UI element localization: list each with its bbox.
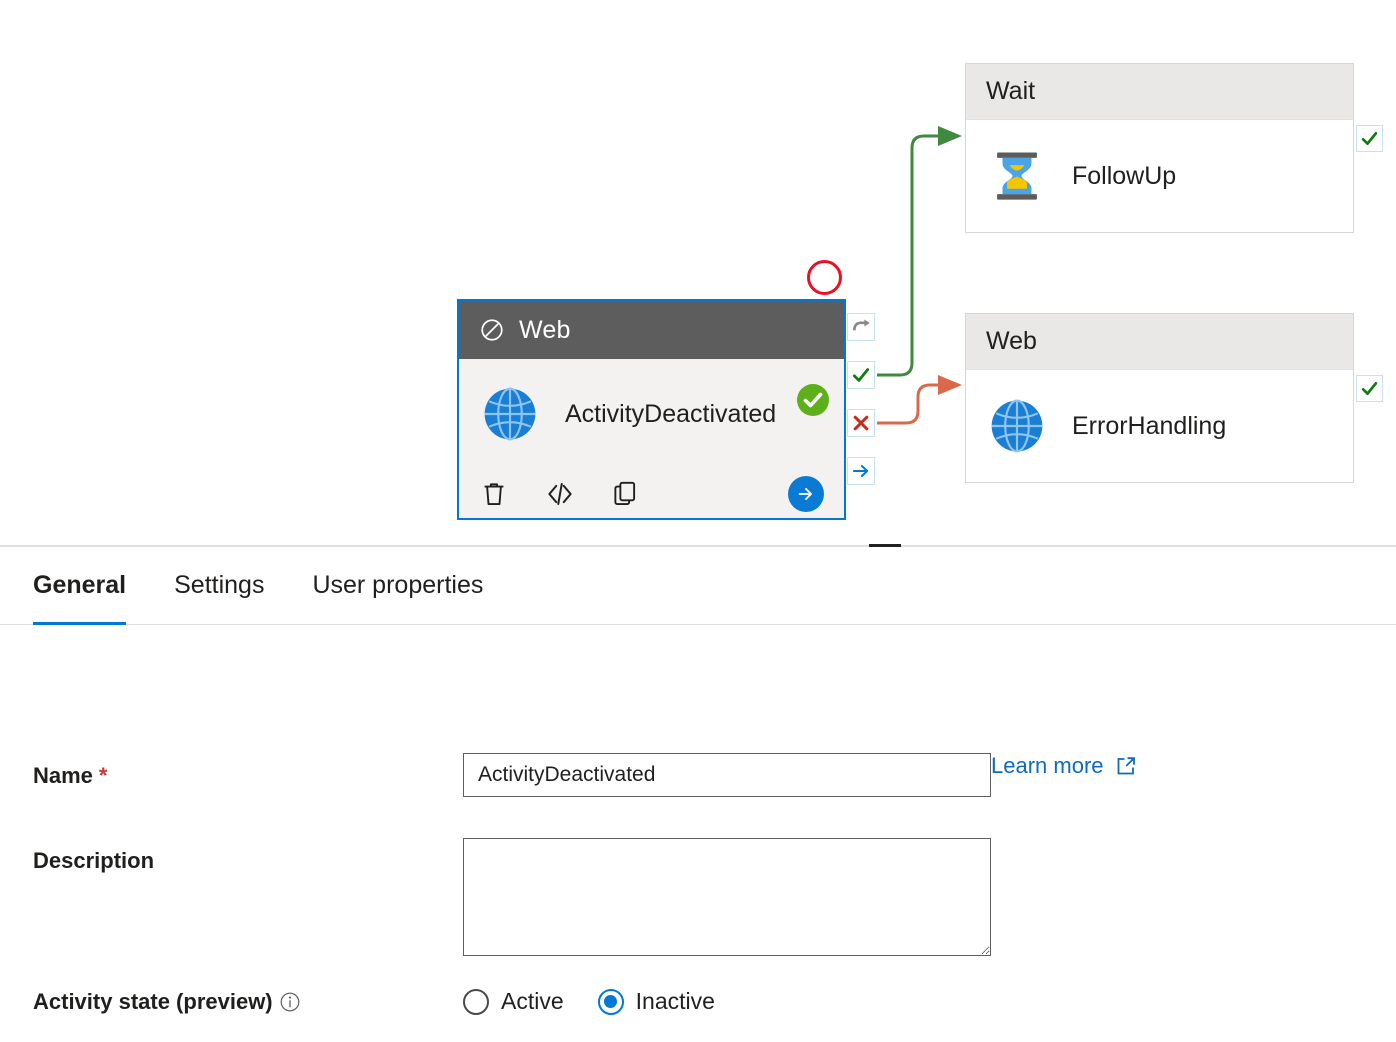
activity-type-label-web: Web: [966, 314, 1353, 370]
radio-active[interactable]: Active: [463, 988, 564, 1015]
field-row-activity-state: Activity state (preview) Active Inacti: [33, 988, 1033, 1015]
check-icon: [1361, 132, 1378, 145]
radio-inactive[interactable]: Inactive: [597, 988, 715, 1015]
radio-inactive-circle: [597, 988, 624, 1015]
tab-general-label: General: [33, 571, 127, 599]
panel-divider: [0, 545, 1396, 547]
panel-resize-handle[interactable]: [869, 544, 901, 548]
learn-more-link[interactable]: Learn more: [991, 753, 1138, 779]
activity-node-toolbar: [459, 469, 844, 518]
external-link-icon: [1117, 757, 1135, 775]
name-label: Name *: [33, 753, 463, 789]
activity-node-body: ActivityDeactivated: [459, 359, 844, 469]
name-input[interactable]: [463, 753, 991, 797]
arrow-right-circle-icon[interactable]: [788, 475, 824, 512]
retry-arrow-icon: [853, 319, 870, 331]
handle-failure[interactable]: [847, 409, 875, 437]
annotation-circle: [807, 260, 842, 295]
activity-name-label: ActivityDeactivated: [565, 399, 777, 428]
radio-active-label: Active: [501, 988, 564, 1014]
name-label-text: Name: [33, 763, 93, 788]
prohibited-icon: [481, 319, 503, 341]
handle-success[interactable]: [847, 361, 875, 389]
activity-node-errorhandling[interactable]: Web ErrorHandling: [965, 313, 1354, 483]
activity-node-header: Web: [459, 301, 844, 359]
tab-user-properties[interactable]: User properties: [312, 547, 483, 625]
check-icon: [1361, 382, 1378, 395]
info-icon[interactable]: [279, 991, 301, 1013]
activity-properties-panel: General Settings User properties Name * …: [0, 547, 1396, 1042]
green-check-circle-icon: [797, 384, 829, 416]
check-icon: [852, 368, 870, 382]
hourglass-icon: [997, 152, 1037, 200]
connector-failure-arrow: [938, 375, 962, 395]
description-label-text: Description: [33, 848, 155, 873]
activity-name-label-errorhandling: ErrorHandling: [1072, 411, 1227, 440]
duplicate-icon[interactable]: [611, 479, 641, 509]
field-row-name: Name * Learn more: [33, 753, 1233, 797]
handle-success-errorhandling[interactable]: [1356, 375, 1383, 402]
connector-layer: [877, 126, 962, 425]
radio-inactive-label: Inactive: [635, 988, 715, 1014]
activity-node-followup[interactable]: Wait FollowUp: [965, 63, 1354, 233]
activity-state-label: Activity state (preview): [33, 989, 463, 1015]
activity-state-label-text: Activity state (preview): [33, 988, 273, 1014]
arrow-right-glyph: [798, 487, 812, 500]
activity-state-radio-group: Active Inactive: [463, 988, 715, 1015]
activity-node-body-wait: FollowUp: [966, 120, 1353, 232]
handle-success-followup[interactable]: [1356, 125, 1383, 152]
x-icon: [853, 415, 869, 431]
trash-icon[interactable]: [479, 479, 509, 509]
learn-more-label: Learn more: [991, 753, 1104, 778]
activity-type-label-wait: Wait: [966, 64, 1353, 120]
activity-node-body-err: ErrorHandling: [966, 370, 1353, 482]
tab-bar: General Settings User properties: [0, 547, 1396, 625]
code-brackets-icon[interactable]: [545, 479, 575, 509]
tab-user-properties-label: User properties: [312, 571, 484, 599]
required-marker: *: [98, 763, 108, 788]
activity-node-activitydeactivated[interactable]: Web ActivityDeactivated: [457, 299, 846, 520]
connector-success: [877, 134, 941, 377]
handle-skip[interactable]: [847, 313, 875, 341]
globe-icon: [484, 387, 536, 441]
field-row-description: Description: [33, 838, 1033, 956]
tab-settings-label: Settings: [174, 571, 265, 599]
connector-failure: [877, 383, 941, 425]
connector-success-arrow: [938, 126, 962, 146]
activity-name-label-followup: FollowUp: [1072, 161, 1177, 190]
globe-icon: [991, 399, 1043, 453]
handle-completion[interactable]: [847, 457, 875, 485]
tab-general[interactable]: General: [33, 547, 127, 625]
description-label: Description: [33, 838, 463, 874]
arrow-right-icon: [852, 465, 869, 477]
radio-active-circle: [463, 988, 489, 1015]
activity-type-label: Web: [519, 315, 571, 344]
pipeline-canvas[interactable]: Web ActivityDeactivated: [0, 0, 1396, 545]
tab-settings[interactable]: Settings: [174, 547, 264, 625]
description-textarea[interactable]: [463, 838, 991, 956]
